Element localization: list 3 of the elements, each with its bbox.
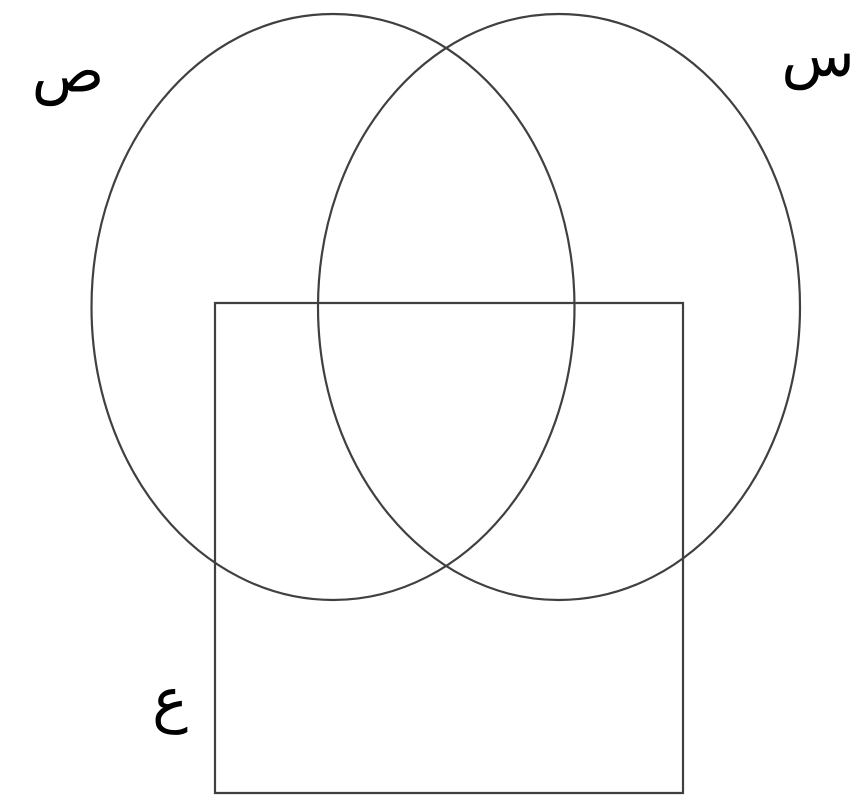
set-label: ص [36,70,100,106]
set-label: ع [156,689,188,735]
set-label: س [785,54,850,90]
